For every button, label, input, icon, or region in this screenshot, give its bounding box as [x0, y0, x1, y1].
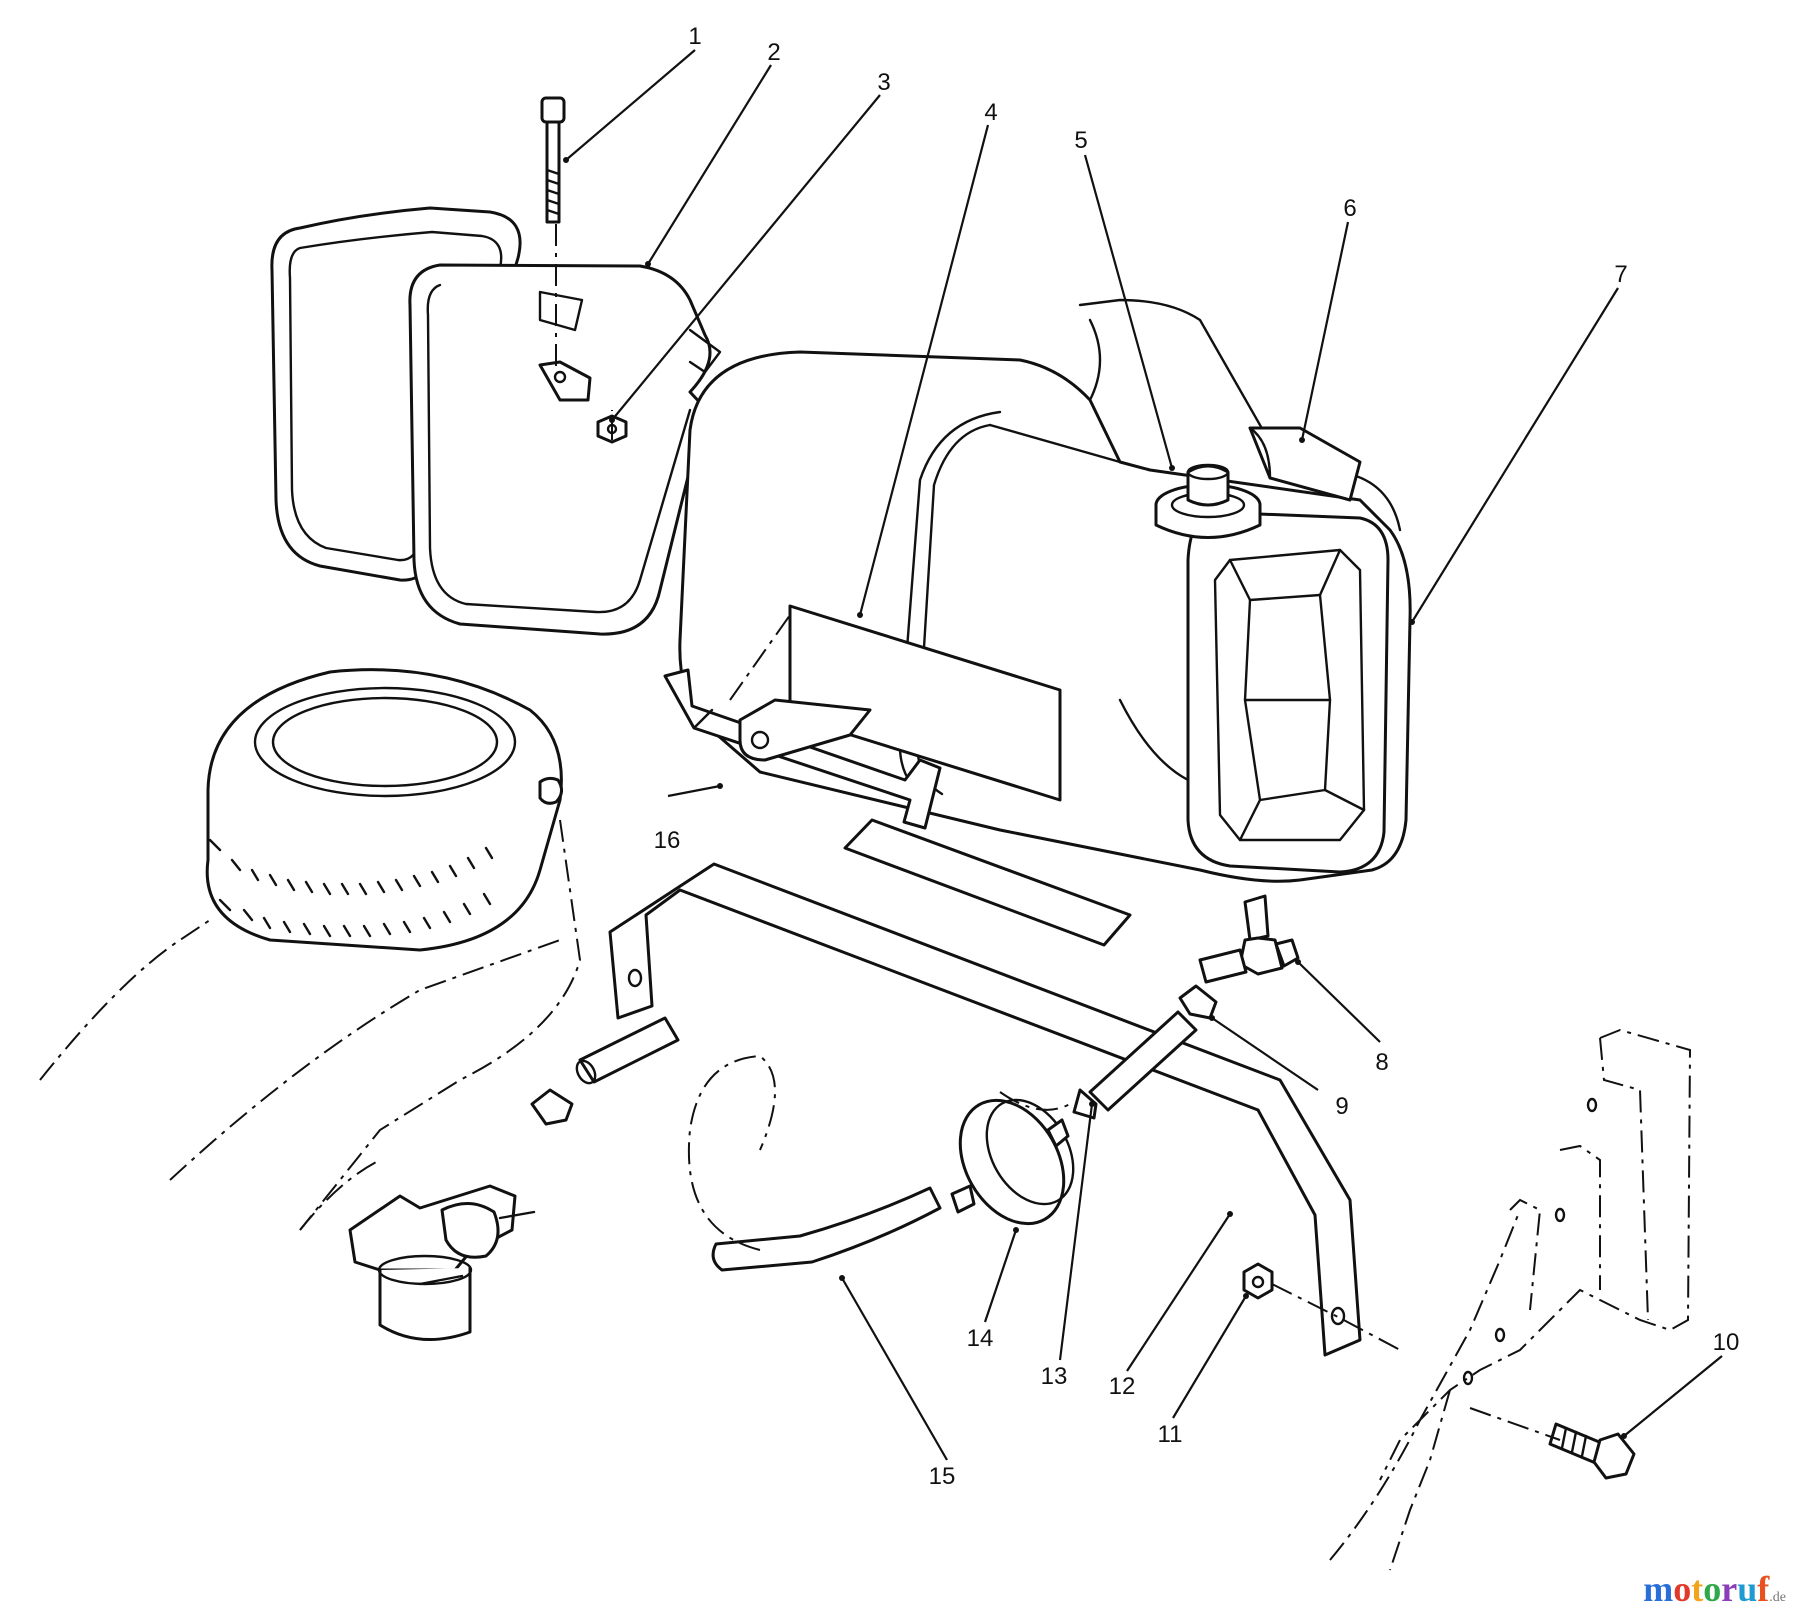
callout-leaders — [563, 49, 1723, 1461]
callout-5: 5 — [1074, 127, 1087, 154]
callout-16: 16 — [654, 827, 681, 854]
part-tank-bracket — [608, 862, 1362, 1357]
part-bolt-long — [540, 96, 566, 224]
callout-12: 12 — [1109, 1373, 1136, 1400]
part-fuel-filter — [950, 1098, 1075, 1226]
watermark-letter: o — [1673, 1569, 1692, 1609]
part-lower-pad — [843, 818, 1132, 947]
part-hose-clamp-lower — [530, 1088, 574, 1126]
callout-3: 3 — [877, 69, 890, 96]
alignment-lines — [555, 224, 1561, 1441]
part-small-hose — [575, 1016, 680, 1085]
callout-4: 4 — [984, 99, 997, 126]
watermark-logo: motoruf.de — [1643, 1568, 1786, 1610]
watermark-letter: t — [1691, 1569, 1704, 1609]
part-tank-strap — [663, 668, 942, 830]
watermark-letter: m — [1643, 1569, 1674, 1609]
callout-11: 11 — [1158, 1421, 1183, 1448]
watermark-letter: f — [1757, 1569, 1770, 1609]
callout-1: 1 — [688, 23, 701, 50]
part-hose-clamp-upper — [1178, 984, 1218, 1020]
callout-13: 13 — [1041, 1363, 1068, 1390]
callout-7: 7 — [1614, 261, 1627, 288]
part-fuel-line-long — [687, 1054, 942, 1272]
watermark-letter: o — [1703, 1569, 1722, 1609]
watermark-text: motoruf — [1643, 1569, 1769, 1609]
callout-14: 14 — [967, 1325, 994, 1352]
callout-9: 9 — [1335, 1093, 1348, 1120]
callout-6: 6 — [1343, 195, 1356, 222]
callout-2: 2 — [767, 39, 780, 66]
callout-labels: 1 2 3 4 5 6 7 8 9 10 11 12 13 14 15 16 — [654, 23, 1740, 1490]
part-fuel-cap — [1154, 463, 1262, 539]
part-bolt-short — [1548, 1422, 1636, 1480]
callout-10: 10 — [1713, 1329, 1740, 1356]
part-tank-pad — [788, 604, 1062, 802]
watermark-letter: u — [1737, 1569, 1758, 1609]
watermark-letter: r — [1721, 1569, 1738, 1609]
part-shroud-front — [408, 263, 722, 636]
frame-mount — [1329, 1028, 1692, 1571]
engine-blower-housing — [39, 668, 582, 1231]
callout-15: 15 — [929, 1463, 956, 1490]
part-nut-large — [1242, 1262, 1274, 1300]
engine-carburetor — [348, 1184, 536, 1342]
part-tank-tab — [1248, 426, 1362, 502]
watermark-suffix: .de — [1769, 1590, 1786, 1605]
callout-8: 8 — [1375, 1049, 1388, 1076]
part-elbow-fitting — [1198, 894, 1300, 984]
